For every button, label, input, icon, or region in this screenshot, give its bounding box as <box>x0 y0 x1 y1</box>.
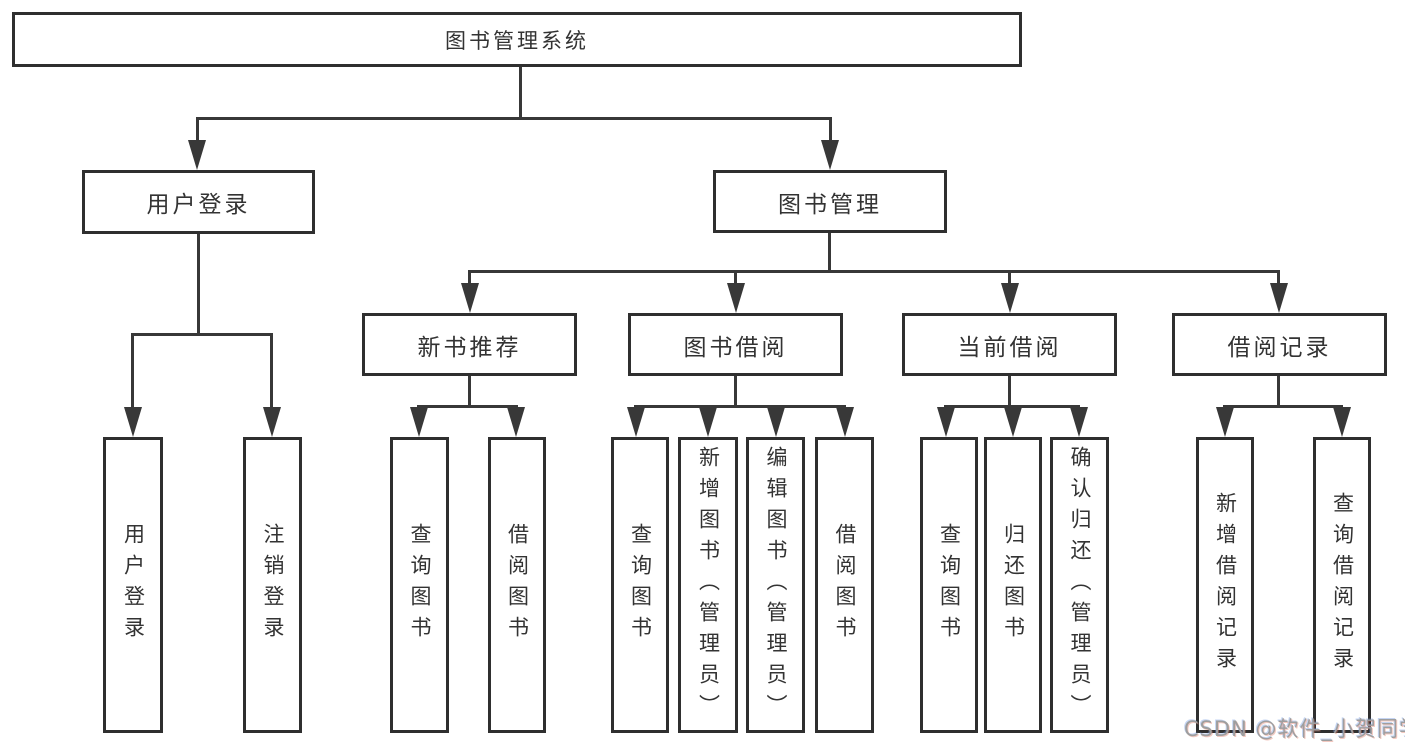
connector-book-mgmt-stem <box>828 233 831 273</box>
connector-new-book-bar <box>417 405 518 408</box>
connector-borrow-records-bar <box>1223 405 1343 408</box>
arrowhead-down-icon <box>1001 283 1019 313</box>
node-root-label: 图书管理系统 <box>445 28 589 53</box>
connector-user-login-drop-left <box>131 333 134 409</box>
node-book-borrow: 图书借阅 <box>628 313 843 376</box>
node-user-login-label: 用户登录 <box>146 192 251 218</box>
leaf-label: 查询图书 <box>937 523 962 647</box>
leaf-query-borrow-record: 查询借阅记录 <box>1313 437 1371 733</box>
connector-new-book-stem <box>468 376 471 408</box>
leaf-label: 新增借阅记录 <box>1213 492 1238 678</box>
connector-root-drop-left <box>196 117 199 142</box>
leaf-query-book-recommend: 查询图书 <box>390 437 449 733</box>
leaf-label: 归还图书 <box>1001 523 1026 647</box>
connector-user-login-stem <box>197 234 200 335</box>
node-root: 图书管理系统 <box>12 12 1022 67</box>
arrowhead-down-icon <box>1216 407 1234 437</box>
leaf-logout: 注销登录 <box>243 437 302 733</box>
leaf-query-book-borrow: 查询图书 <box>611 437 669 733</box>
arrowhead-down-icon <box>699 407 717 437</box>
connector-book-mgmt-bar <box>468 270 1280 273</box>
leaf-label: 查询借阅记录 <box>1330 492 1355 678</box>
connector-book-borrow-stem <box>734 376 737 408</box>
leaf-label: 确认归还（管理员） <box>1068 445 1092 725</box>
node-new-book-recommend-label: 新书推荐 <box>417 334 522 361</box>
connector-current-borrow-bar <box>944 405 1080 408</box>
node-current-borrow: 当前借阅 <box>902 313 1117 376</box>
leaf-edit-book-admin: 编辑图书（管理员） <box>746 437 805 733</box>
arrowhead-down-icon <box>937 407 955 437</box>
node-book-management: 图书管理 <box>713 170 947 233</box>
leaf-borrow-book: 借阅图书 <box>815 437 874 733</box>
arrowhead-down-icon <box>461 283 479 313</box>
leaf-user-login: 用户登录 <box>103 437 163 733</box>
leaf-confirm-return-admin: 确认归还（管理员） <box>1050 437 1109 733</box>
arrowhead-down-icon <box>821 140 839 170</box>
leaf-label: 编辑图书（管理员） <box>764 445 788 725</box>
leaf-label: 新增图书（管理员） <box>696 445 721 725</box>
leaf-label: 查询图书 <box>628 523 653 647</box>
connector-user-login-drop-right <box>270 333 273 409</box>
leaf-label: 用户登录 <box>121 523 146 647</box>
connector-book-mgmt-drop-1 <box>468 270 471 285</box>
node-new-book-recommend: 新书推荐 <box>362 313 577 376</box>
node-book-management-label: 图书管理 <box>778 191 882 218</box>
arrowhead-down-icon <box>124 407 142 437</box>
connector-borrow-records-stem <box>1277 376 1280 408</box>
leaf-add-book-admin: 新增图书（管理员） <box>678 437 738 733</box>
arrowhead-down-icon <box>1070 407 1088 437</box>
node-borrow-records: 借阅记录 <box>1172 313 1387 376</box>
leaf-label: 查询图书 <box>408 523 432 647</box>
leaf-query-book-current: 查询图书 <box>920 437 978 733</box>
node-current-borrow-label: 当前借阅 <box>957 334 1062 361</box>
arrowhead-down-icon <box>727 283 745 313</box>
arrowhead-down-icon <box>263 407 281 437</box>
connector-root-stem <box>519 67 522 118</box>
leaf-label: 借阅图书 <box>833 523 857 647</box>
leaf-add-borrow-record: 新增借阅记录 <box>1196 437 1254 733</box>
leaf-label: 注销登录 <box>261 523 285 647</box>
arrowhead-down-icon <box>627 407 645 437</box>
arrowhead-down-icon <box>1333 407 1351 437</box>
node-borrow-records-label: 借阅记录 <box>1227 334 1332 361</box>
leaf-label: 借阅图书 <box>505 523 530 647</box>
leaf-return-book: 归还图书 <box>984 437 1042 733</box>
arrowhead-down-icon <box>1270 283 1288 313</box>
connector-book-mgmt-drop-2 <box>734 270 737 285</box>
arrowhead-down-icon <box>1004 407 1022 437</box>
connector-book-mgmt-drop-4 <box>1277 270 1280 285</box>
connector-root-drop-right <box>829 117 832 142</box>
arrowhead-down-icon <box>767 407 785 437</box>
connector-root-bar <box>196 117 832 120</box>
leaf-borrow-book-recommend: 借阅图书 <box>488 437 546 733</box>
csdn-watermark: CSDN @软件_小贺同学 <box>1184 717 1405 741</box>
node-user-login: 用户登录 <box>82 170 315 234</box>
arrowhead-down-icon <box>507 407 525 437</box>
arrowhead-down-icon <box>410 407 428 437</box>
arrowhead-down-icon <box>188 140 206 170</box>
connector-user-login-bar <box>131 333 273 336</box>
connector-book-borrow-bar <box>634 405 846 408</box>
connector-current-borrow-stem <box>1008 376 1011 408</box>
node-book-borrow-label: 图书借阅 <box>683 334 788 361</box>
connector-book-mgmt-drop-3 <box>1008 270 1011 285</box>
arrowhead-down-icon <box>836 407 854 437</box>
